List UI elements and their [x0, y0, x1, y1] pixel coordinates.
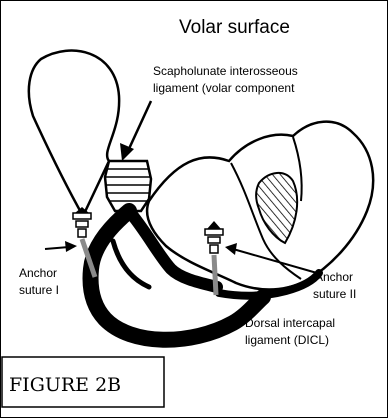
anchor-1-pointer-arrow: [45, 241, 77, 252]
scapholunate-label-line2: ligament (volar component: [153, 81, 295, 95]
diagram-title: Volar surface: [179, 17, 290, 38]
scapholunate-label-line1: Scapholunate interosseous: [153, 64, 298, 78]
figure-caption: FIGURE 2B: [9, 374, 121, 396]
anchor-suture-1-label-line1: Anchor: [19, 266, 57, 280]
dicl-ligament-band-right: [219, 273, 319, 296]
anchor-suture-1-label-line2: suture I: [19, 283, 59, 297]
scapholunate-pointer-arrow: [120, 101, 151, 161]
anchor-suture-2-label-line1: Anchor: [315, 270, 353, 284]
dicl-inner-curve: [113, 241, 149, 287]
dicl-ligament-band-upper: [129, 211, 217, 287]
anchor-suture-2-label-line2: suture II: [313, 287, 356, 301]
dicl-label-line1: Dorsal intercapal: [245, 316, 335, 330]
dicl-label-line2: ligament (DICL): [245, 333, 329, 347]
anchor-2-pointer-arrow: [225, 243, 317, 273]
hatched-articular-region: [256, 173, 297, 243]
